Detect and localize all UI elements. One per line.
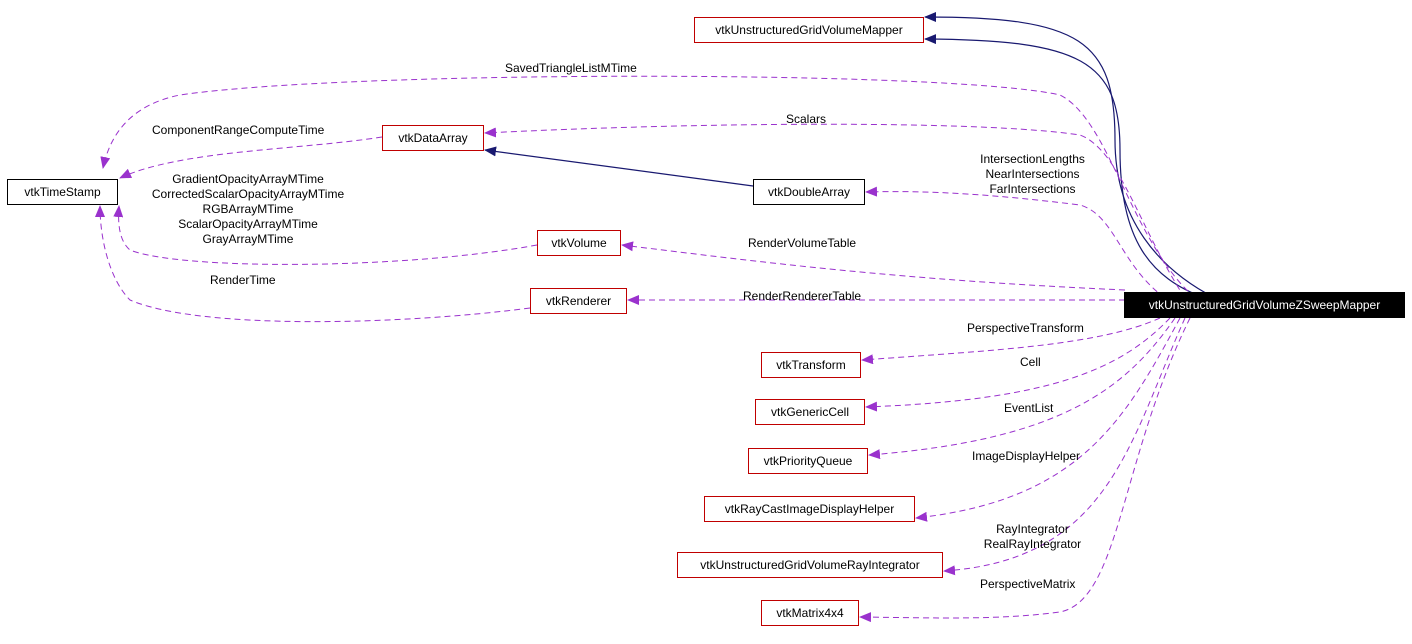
label-cell: Cell [1020, 355, 1041, 369]
label-scalar-opacity-array-mtime: ScalarOpacityArrayMTime [178, 217, 318, 231]
label-gray-array-mtime: GrayArrayMTime [202, 232, 294, 246]
usage-edge-saved-triangle [100, 75, 1196, 299]
label-volume-mtimes: GradientOpacityArrayMTime CorrectedScala… [133, 172, 363, 247]
label-render-time: RenderTime [210, 273, 276, 287]
node-vtk-unstructured-grid-volume-mapper[interactable]: vtkUnstructuredGridVolumeMapper [694, 17, 924, 43]
node-vtk-unstructured-grid-volume-zsweep-mapper[interactable]: vtkUnstructuredGridVolumeZSweepMapper [1124, 292, 1405, 318]
label-gradient-opacity-array-mtime: GradientOpacityArrayMTime [172, 172, 324, 186]
node-vtk-matrix4x4[interactable]: vtkMatrix4x4 [761, 600, 859, 626]
label-render-volume-table: RenderVolumeTable [748, 236, 857, 250]
node-vtk-double-array[interactable]: vtkDoubleArray [753, 179, 865, 205]
label-ray-integrator: RayIntegrator [996, 522, 1069, 536]
label-intersections: IntersectionLengths NearIntersections Fa… [960, 152, 1105, 197]
node-vtk-priority-queue[interactable]: vtkPriorityQueue [748, 448, 868, 474]
label-event-list: EventList [1004, 401, 1054, 415]
label-saved-triangle-list-mtime: SavedTriangleListMTime [505, 61, 637, 75]
node-vtk-unstructured-grid-volume-ray-integrator[interactable]: vtkUnstructuredGridVolumeRayIntegrator [677, 552, 943, 578]
usage-edge-render-time [95, 205, 531, 323]
node-vtk-transform[interactable]: vtkTransform [761, 352, 861, 378]
label-far-intersections: FarIntersections [989, 182, 1076, 196]
label-image-display-helper: ImageDisplayHelper [972, 449, 1081, 463]
inherit-edge-doublearray-to-dataarray [484, 146, 754, 187]
label-near-intersections: NearIntersections [985, 167, 1080, 181]
label-ray-integrators: RayIntegrator RealRayIntegrator [970, 522, 1095, 552]
usage-edge-intersections [865, 186, 1166, 299]
inherit-edge-main-to-mapper [924, 34, 1206, 299]
usage-edge-perspective-matrix [859, 317, 1191, 623]
label-intersection-lengths: IntersectionLengths [980, 152, 1085, 166]
label-real-ray-integrator: RealRayIntegrator [983, 537, 1082, 551]
node-vtk-data-array[interactable]: vtkDataArray [382, 125, 484, 151]
usage-edge-event-list [868, 317, 1176, 460]
usage-edge-render-volume-table [621, 241, 1126, 291]
label-render-renderer-table: RenderRendererTable [743, 289, 862, 303]
label-corrected-scalar-opacity-array-mtime: CorrectedScalarOpacityArrayMTime [151, 187, 345, 201]
node-vtk-generic-cell[interactable]: vtkGenericCell [755, 399, 865, 425]
label-rgb-array-mtime: RGBArrayMTime [202, 202, 294, 216]
label-perspective-matrix: PerspectiveMatrix [980, 577, 1076, 591]
usage-edge-component-range [119, 136, 383, 179]
label-component-range-compute-time: ComponentRangeComputeTime [152, 123, 325, 137]
node-vtk-time-stamp[interactable]: vtkTimeStamp [7, 179, 118, 205]
label-scalars: Scalars [786, 112, 827, 126]
node-vtk-volume[interactable]: vtkVolume [537, 230, 621, 256]
usage-edge-perspective-transform [861, 317, 1161, 365]
usage-edge-scalars [484, 123, 1186, 299]
label-perspective-transform: PerspectiveTransform [967, 321, 1084, 335]
usage-edge-cell [865, 317, 1171, 412]
usage-edge-image-display-helper [915, 317, 1181, 522]
usage-edge-ray-integrators [943, 317, 1186, 576]
node-vtk-ray-cast-image-display-helper[interactable]: vtkRayCastImageDisplayHelper [704, 496, 915, 522]
node-vtk-renderer[interactable]: vtkRenderer [530, 288, 627, 314]
